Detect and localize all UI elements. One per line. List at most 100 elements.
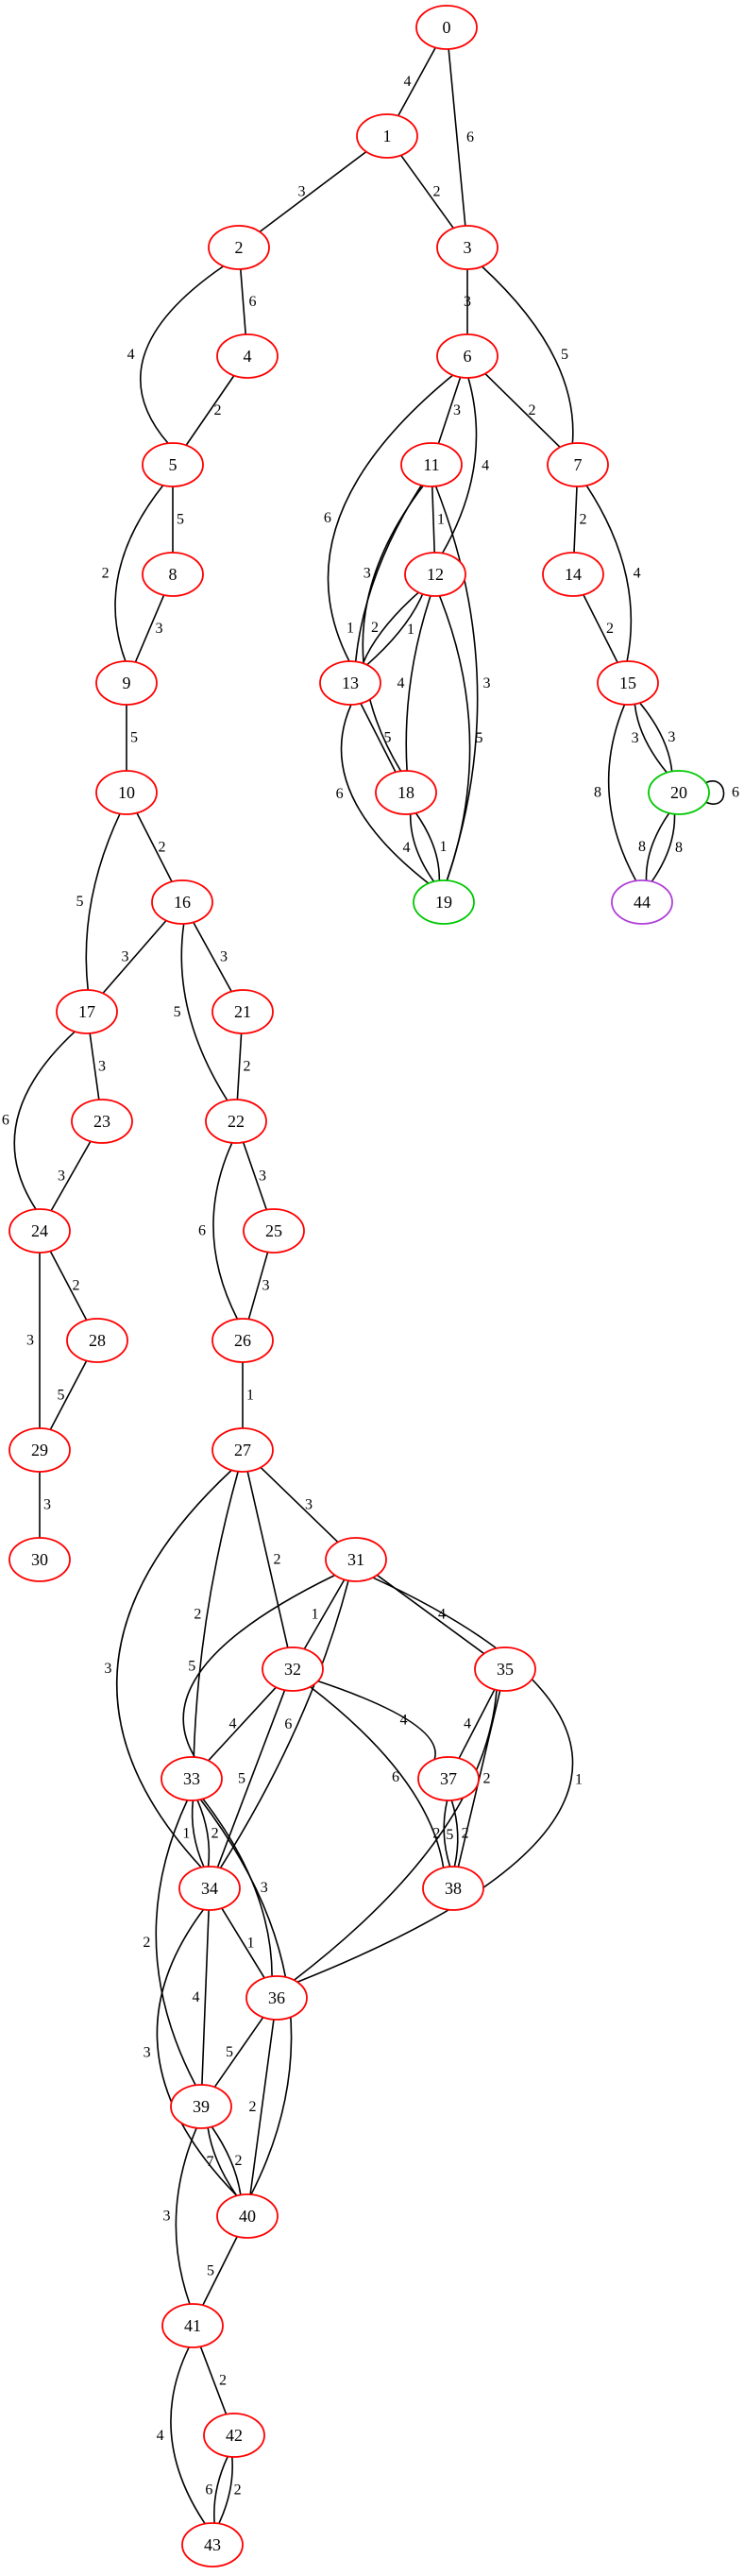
edge-36-40 — [249, 2019, 275, 2195]
node-label-1: 1 — [383, 127, 392, 145]
edge-label-12-18: 4 — [397, 675, 405, 691]
node-ellipse-16 — [151, 879, 213, 925]
node-ellipse-2 — [208, 225, 270, 270]
edge-label-31-32: 1 — [312, 1607, 319, 1623]
edge-label-27-32: 2 — [274, 1552, 281, 1568]
node-36: 36 — [245, 1975, 308, 2021]
edge-32-34 — [216, 1689, 286, 1868]
edge-31-32 — [303, 1578, 346, 1650]
edge-39-40 — [207, 2127, 238, 2196]
edge-label-11-13: 3 — [364, 566, 371, 582]
edge-17-24 — [13, 1031, 76, 1210]
node-11: 11 — [400, 442, 463, 487]
edge-label-6-11: 3 — [453, 402, 461, 418]
edge-label-31-35: 4 — [438, 1607, 446, 1623]
edge-label-2-4: 6 — [249, 294, 257, 310]
node-label-39: 39 — [193, 2097, 210, 2116]
node-4: 4 — [216, 333, 279, 379]
node-0: 0 — [415, 5, 478, 50]
edge-label-33-36: 3 — [261, 1880, 268, 1896]
node-12: 12 — [404, 552, 466, 597]
edge-label-33-34: 1 — [182, 1826, 190, 1842]
edge-label-26-27: 1 — [246, 1388, 254, 1404]
edge-label-16-21: 3 — [220, 949, 228, 965]
node-ellipse-5 — [142, 442, 204, 487]
edge-10-16 — [136, 812, 173, 882]
edge-15-20 — [634, 704, 668, 774]
edge-16-22 — [180, 923, 228, 1101]
node-ellipse-4 — [216, 333, 279, 379]
node-8: 8 — [142, 552, 204, 597]
node-33: 33 — [161, 1756, 223, 1801]
edge-8-9 — [134, 594, 165, 663]
edge-label-17-24: 6 — [2, 1113, 9, 1129]
node-18: 18 — [375, 770, 437, 815]
edge-34-36 — [221, 1907, 265, 1979]
edge-15-44 — [607, 704, 637, 881]
node-6: 6 — [436, 333, 499, 379]
edge-32-38 — [310, 1686, 445, 1868]
node-label-26: 26 — [234, 1331, 251, 1350]
edge-label-6-13: 6 — [324, 510, 331, 526]
edge-label-13-19: 6 — [336, 786, 344, 802]
edge-label-34-40: 3 — [144, 2044, 151, 2060]
edge-12-13 — [366, 593, 424, 666]
edge-label-1-3: 2 — [433, 184, 441, 200]
node-ellipse-26 — [211, 1318, 274, 1363]
node-label-37: 37 — [440, 1769, 457, 1788]
edge-label-12-13: 2 — [371, 620, 379, 636]
edge-27-33 — [193, 1471, 239, 1758]
edge-41-42 — [199, 2346, 228, 2415]
edge-5-9 — [114, 485, 164, 662]
node-1: 1 — [356, 113, 418, 159]
node-29: 29 — [8, 1427, 71, 1473]
node-ellipse-13 — [319, 660, 381, 706]
node-ellipse-30 — [8, 1537, 71, 1582]
edge-39-41 — [175, 2127, 197, 2305]
node-25: 25 — [243, 1208, 305, 1254]
edge-label-8-9: 3 — [156, 621, 163, 637]
node-label-9: 9 — [123, 674, 131, 692]
node-label-13: 13 — [342, 674, 359, 692]
node-label-20: 20 — [670, 783, 687, 802]
node-ellipse-31 — [325, 1537, 387, 1582]
edge-label-27-33: 2 — [194, 1606, 201, 1622]
node-10: 10 — [95, 770, 158, 815]
edge-label-12-13: 1 — [407, 622, 414, 638]
node-label-40: 40 — [239, 2207, 256, 2226]
node-ellipse-14 — [542, 552, 604, 597]
edge-42-43 — [218, 2456, 233, 2524]
edge-label-6-12: 4 — [482, 457, 489, 473]
node-label-27: 27 — [234, 1441, 251, 1459]
edge-42-43 — [213, 2456, 228, 2524]
edge-label-7-14: 2 — [580, 512, 587, 528]
node-26: 26 — [211, 1318, 274, 1363]
node-44: 44 — [611, 879, 673, 925]
edge-label-0-3: 6 — [466, 129, 474, 145]
node-41: 41 — [161, 2303, 224, 2348]
node-ellipse-15 — [597, 660, 659, 706]
node-ellipse-1 — [356, 113, 418, 159]
node-label-5: 5 — [169, 455, 178, 474]
edge-2-4 — [239, 268, 247, 335]
node-22: 22 — [205, 1099, 267, 1144]
node-ellipse-38 — [422, 1866, 484, 1911]
node-21: 21 — [211, 989, 274, 1034]
edge-21-22 — [236, 1032, 243, 1100]
edge-11-19 — [434, 486, 479, 881]
node-label-18: 18 — [397, 783, 414, 802]
node-ellipse-36 — [245, 1975, 308, 2021]
edge-label-6-7: 2 — [529, 402, 536, 418]
edge-label-32-38: 6 — [392, 1769, 399, 1785]
edge-label-16-22: 5 — [174, 1004, 181, 1020]
node-ellipse-0 — [415, 5, 478, 50]
edge-label-12-19: 5 — [475, 730, 482, 746]
edge-label-24-29: 3 — [26, 1333, 34, 1349]
node-ellipse-20 — [648, 770, 710, 815]
edge-label-24-28: 2 — [73, 1278, 80, 1294]
node-label-35: 35 — [497, 1660, 514, 1679]
node-27: 27 — [211, 1427, 274, 1473]
